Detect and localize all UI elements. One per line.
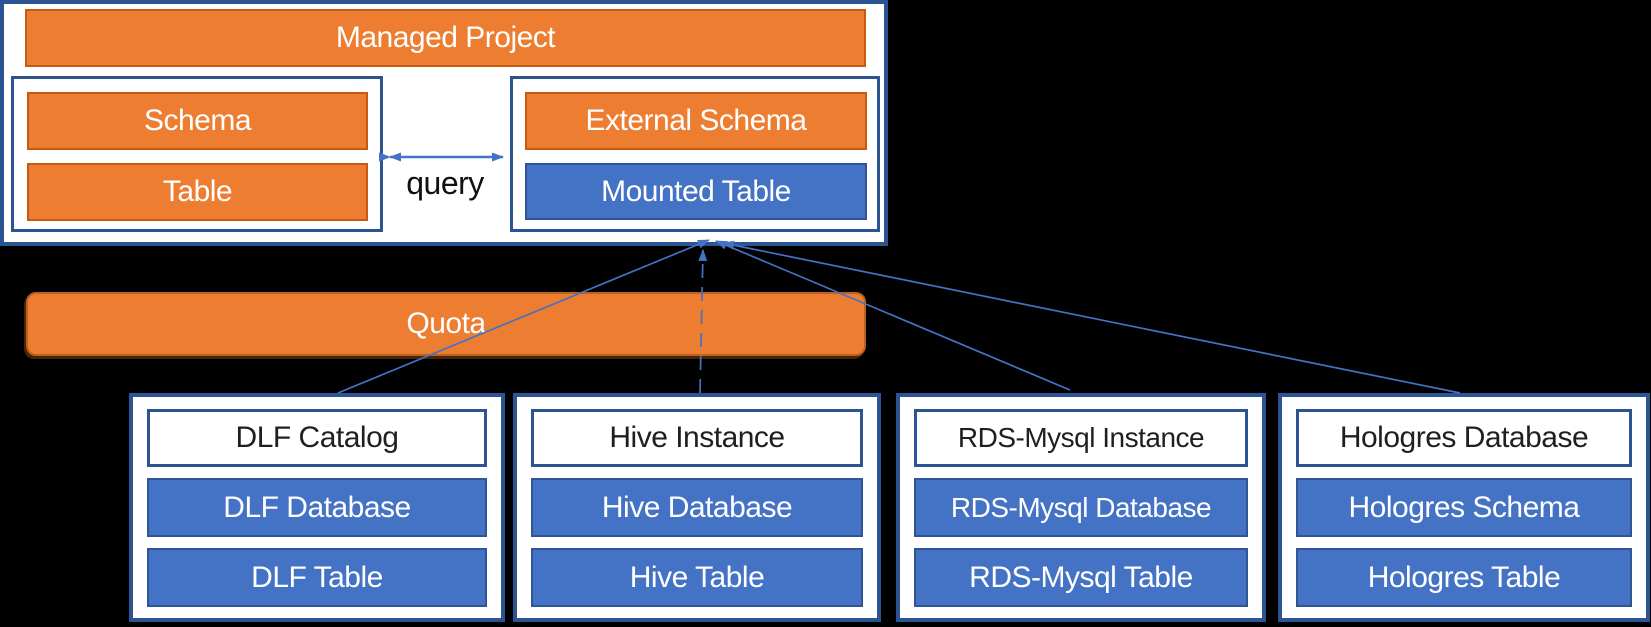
source-card-rds-mysql: RDS-Mysql Instance RDS-Mysql Database RD… xyxy=(896,393,1266,622)
schema-box: Schema xyxy=(27,92,368,150)
internal-schema-group: Schema Table xyxy=(11,76,383,232)
source-card-dlf: DLF Catalog DLF Database DLF Table xyxy=(129,393,505,622)
rds-mysql-table-label: RDS-Mysql Table xyxy=(969,560,1193,594)
source-card-hologres: Hologres Database Hologres Schema Hologr… xyxy=(1278,393,1650,622)
hive-header-box: Hive Instance xyxy=(531,409,863,467)
hologres-header-box: Hologres Database xyxy=(1296,409,1632,467)
managed-project-container: Managed Project Schema Table External Sc… xyxy=(0,0,888,246)
hologres-header-label: Hologres Database xyxy=(1339,421,1589,454)
dlf-header-box: DLF Catalog xyxy=(147,409,487,467)
dlf-table-label: DLF Table xyxy=(251,560,383,594)
rds-mysql-header-box: RDS-Mysql Instance xyxy=(914,409,1248,467)
rds-mysql-database-box: RDS-Mysql Database xyxy=(914,478,1248,537)
rds-mysql-header-label: RDS-Mysql Instance xyxy=(957,422,1205,453)
rds-mysql-database-label: RDS-Mysql Database xyxy=(950,491,1212,523)
hive-table-label: Hive Table xyxy=(629,560,765,594)
quota-bar: Quota xyxy=(26,292,866,356)
query-label: query xyxy=(385,165,505,202)
external-schema-group: External Schema Mounted Table xyxy=(510,76,880,232)
source-card-hive: Hive Instance Hive Database Hive Table xyxy=(513,393,881,622)
quota-label: Quota xyxy=(406,307,486,340)
external-schema-label: External Schema xyxy=(585,104,807,137)
dlf-table-box: DLF Table xyxy=(147,548,487,607)
rds-mysql-table-box: RDS-Mysql Table xyxy=(914,548,1248,607)
managed-project-title-box: Managed Project xyxy=(25,9,866,67)
dlf-database-label: DLF Database xyxy=(223,490,411,524)
hive-database-box: Hive Database xyxy=(531,478,863,537)
table-box: Table xyxy=(27,163,368,221)
hologres-schema-label: Hologres Schema xyxy=(1348,490,1580,524)
table-label: Table xyxy=(162,175,233,208)
mounted-table-box: Mounted Table xyxy=(525,163,867,220)
managed-project-title: Managed Project xyxy=(335,21,556,54)
query-label-text: query xyxy=(406,165,484,201)
hive-database-label: Hive Database xyxy=(601,490,793,524)
dlf-database-box: DLF Database xyxy=(147,478,487,537)
dlf-header-label: DLF Catalog xyxy=(235,421,399,454)
hologres-schema-box: Hologres Schema xyxy=(1296,478,1632,537)
mounted-table-label: Mounted Table xyxy=(601,174,791,208)
hologres-table-label: Hologres Table xyxy=(1367,560,1561,594)
external-schema-box: External Schema xyxy=(525,92,867,150)
hologres-table-box: Hologres Table xyxy=(1296,548,1632,607)
schema-label: Schema xyxy=(143,104,252,137)
hive-header-label: Hive Instance xyxy=(609,421,785,454)
hive-table-box: Hive Table xyxy=(531,548,863,607)
